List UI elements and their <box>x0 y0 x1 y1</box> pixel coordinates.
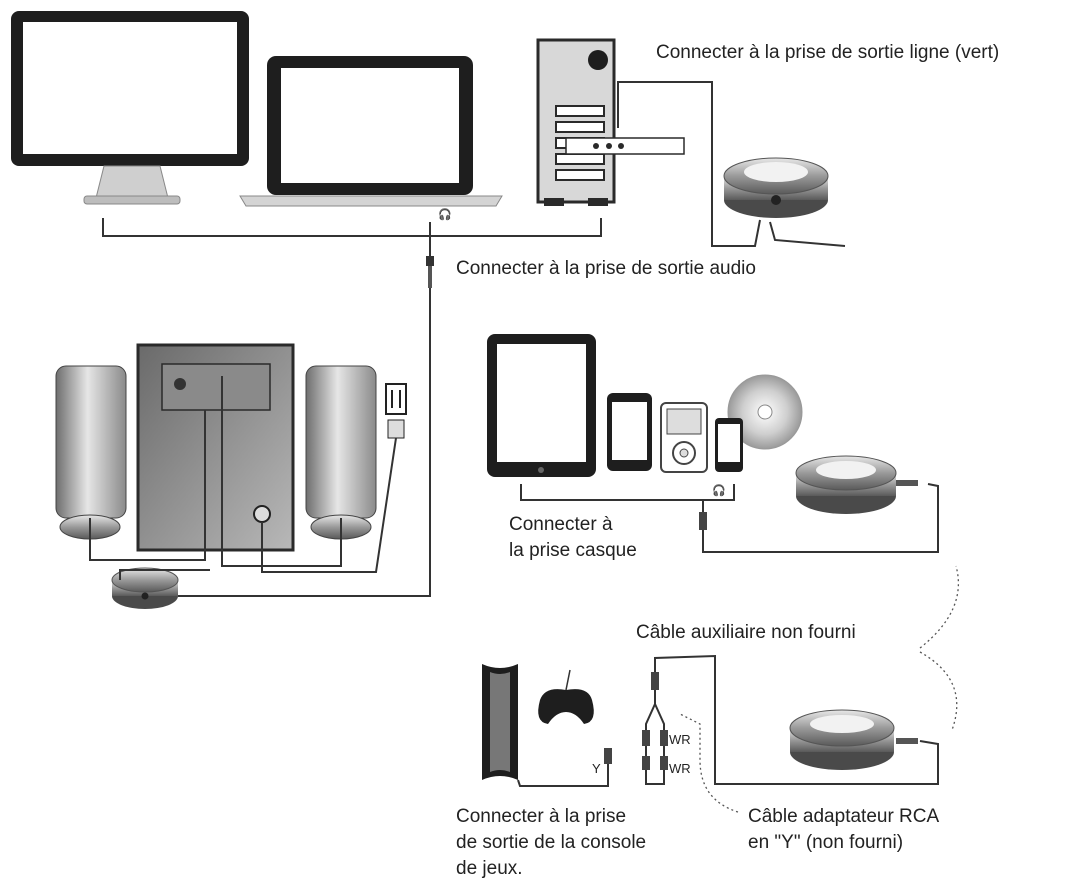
label-console-line3: de jeux. <box>456 858 523 879</box>
plug-mark-wr-top: WR <box>669 732 691 747</box>
rca-plugs <box>604 672 668 770</box>
speaker-puck-icon <box>111 567 179 609</box>
label-aux-cable: Câble auxiliaire non fourni <box>636 622 856 643</box>
headphone-jack-icon: 🎧 <box>712 484 726 497</box>
laptop-icon: 🎧 <box>239 56 503 221</box>
tablet-icon <box>487 334 596 477</box>
monitor-icon <box>11 11 249 205</box>
music-player-icon <box>660 402 708 473</box>
console-cables <box>517 654 939 787</box>
label-audio-out: Connecter à la prise de sortie audio <box>456 258 756 279</box>
smartphone-icon <box>715 418 743 472</box>
plug-mark-y: Y <box>592 761 601 776</box>
speaker-puck-icon <box>795 455 918 514</box>
satellite-speaker-icon <box>305 365 377 540</box>
audio-plug-top <box>426 256 434 288</box>
subwoofer-icon <box>136 343 295 552</box>
smartphone-icon <box>607 393 652 471</box>
desktop-tower-icon <box>536 38 685 206</box>
mobile-cables <box>520 483 939 553</box>
speaker-puck-icon <box>789 709 918 770</box>
label-console-line2: de sortie de la console <box>456 832 647 853</box>
power-plug-icon <box>385 383 407 439</box>
svg-text:🎧: 🎧 <box>712 484 726 497</box>
leader-arrows <box>679 565 960 813</box>
cd-disc-icon <box>727 374 803 450</box>
svg-text:🎧: 🎧 <box>438 208 452 221</box>
subwoofer-cables <box>89 288 431 597</box>
headphone-plug <box>699 512 707 530</box>
satellite-speaker-icon <box>55 365 127 540</box>
computer-cables <box>102 81 846 256</box>
label-line-out: Connecter à la prise de sortie ligne (ve… <box>656 42 1000 63</box>
gamepad-icon <box>538 669 594 724</box>
game-console-icon <box>482 664 518 780</box>
speaker-puck-icon <box>723 157 829 218</box>
label-rca-line1: Câble adaptateur RCA <box>748 806 940 827</box>
label-console-line1: Connecter à la prise <box>456 806 627 827</box>
plug-mark-wr-bottom: WR <box>669 761 691 776</box>
label-headphone-line2: la prise casque <box>509 540 637 561</box>
label-rca-line2: en "Y" (non fourni) <box>748 832 904 853</box>
label-headphone-line1: Connecter à <box>509 514 613 535</box>
